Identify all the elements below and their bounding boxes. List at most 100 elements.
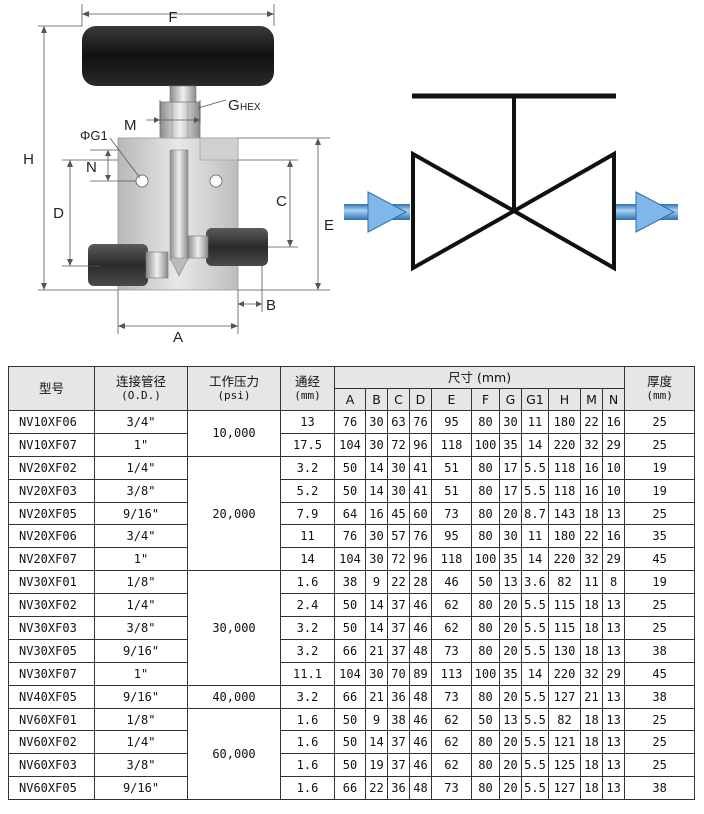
cell-dim-d: 28 [409, 570, 432, 595]
cell-dim-d: 46 [409, 616, 432, 640]
cell-bore: 11 [280, 524, 335, 549]
cell-dim-n: 13 [601, 501, 626, 526]
cell-dim-h: 127 [548, 684, 581, 709]
cell-pressure: 20,000 [187, 455, 281, 572]
cell-od: 1/4" [94, 593, 188, 618]
cell-dim-e: 73 [431, 501, 472, 526]
cell-dim-b: 19 [365, 753, 388, 778]
cell-dim-f: 100 [471, 661, 500, 686]
cell-dim-g1: 14 [521, 661, 549, 686]
dim-label-D: D [53, 205, 64, 222]
header-dim-a: A [334, 388, 366, 411]
cell-dim-h: 115 [548, 593, 581, 618]
cell-dim-d: 96 [409, 547, 432, 572]
header-thickness-unit: (mm) [646, 388, 673, 402]
cell-dim-f: 80 [471, 616, 500, 640]
cell-dim-b: 9 [365, 570, 388, 595]
cell-pressure: 10,000 [187, 410, 281, 457]
cell-dim-h: 180 [548, 524, 581, 549]
header-bore-unit: (mm) [294, 388, 321, 402]
cell-dim-h: 125 [548, 753, 581, 778]
cell-dim-c: 37 [387, 753, 410, 778]
cell-dim-g1: 5.5 [521, 730, 549, 755]
cell-dim-b: 16 [365, 501, 388, 526]
cell-model: NV60XF03 [8, 753, 95, 778]
cell-dim-f: 80 [471, 684, 500, 709]
cell-dim-e: 73 [431, 684, 472, 709]
inlet-arrow-icon [367, 191, 408, 233]
dim-label-A: A [173, 329, 183, 346]
cell-dim-f: 50 [471, 707, 500, 732]
cell-dim-g1: 3.6 [521, 570, 549, 595]
cell-dim-n: 13 [601, 638, 626, 663]
cell-dim-a: 76 [334, 524, 366, 549]
cell-bore: 1.6 [280, 707, 335, 732]
header-pressure-unit: (psi) [217, 388, 251, 402]
cell-dim-c: 70 [387, 661, 410, 686]
cell-dim-e: 62 [431, 707, 472, 732]
cell-dim-e: 51 [431, 478, 472, 503]
cell-dim-b: 22 [365, 776, 388, 801]
cell-od: 9/16" [94, 776, 188, 801]
cell-dim-b: 14 [365, 455, 388, 480]
cell-dim-n: 16 [601, 410, 626, 434]
cell-dim-f: 80 [471, 501, 500, 526]
header-connection-label: 连接管径 [115, 373, 166, 389]
cell-model: NV60XF02 [8, 730, 95, 755]
cell-od: 3/8" [94, 753, 188, 778]
cell-bore: 3.2 [280, 684, 335, 709]
cell-od: 9/16" [94, 684, 188, 709]
valve-figure: F G HEX M ΦG1 N H D C E B A [23, 4, 678, 346]
cell-dim-g1: 5.5 [521, 616, 549, 640]
cell-dim-d: 48 [409, 684, 432, 709]
cell-dim-h: 82 [548, 570, 581, 595]
header-dim-d: D [409, 388, 432, 411]
cell-dim-g: 20 [499, 593, 522, 618]
cell-od: 9/16" [94, 501, 188, 526]
cell-dim-g: 30 [499, 524, 522, 549]
cell-model: NV20XF07 [8, 547, 95, 572]
dim-label-F: F [168, 9, 177, 26]
cell-dim-f: 80 [471, 753, 500, 778]
cell-dim-h: 143 [548, 501, 581, 526]
cell-thickness: 25 [624, 593, 696, 618]
cell-thickness: 19 [624, 570, 696, 595]
cell-dim-a: 38 [334, 570, 366, 595]
cell-od: 1" [94, 661, 188, 686]
cell-model: NV20XF05 [8, 501, 95, 526]
cell-dim-n: 13 [601, 684, 626, 709]
cell-dim-n: 13 [601, 730, 626, 755]
cell-dim-a: 104 [334, 547, 366, 572]
cell-dim-g: 20 [499, 616, 522, 640]
cell-dim-c: 38 [387, 707, 410, 732]
cell-thickness: 25 [624, 707, 696, 732]
header-dim-h: H [548, 388, 581, 411]
dim-label-C: C [276, 193, 287, 210]
cell-pressure: 40,000 [187, 684, 281, 709]
cell-dim-g: 30 [499, 410, 522, 434]
cell-dim-a: 66 [334, 638, 366, 663]
header-dim-g: G [499, 388, 522, 411]
cell-thickness: 25 [624, 432, 696, 457]
cell-dim-g: 20 [499, 753, 522, 778]
cell-dim-m: 21 [580, 684, 603, 709]
cell-dim-g1: 5.5 [521, 684, 549, 709]
cell-bore: 5.2 [280, 478, 335, 503]
cell-dim-g: 35 [499, 547, 522, 572]
cell-dim-g1: 14 [521, 432, 549, 457]
cell-dim-h: 118 [548, 478, 581, 503]
cell-model: NV30XF07 [8, 661, 95, 686]
cell-od: 3/8" [94, 616, 188, 640]
cell-dim-b: 21 [365, 638, 388, 663]
header-connection-unit: (O.D.) [121, 388, 161, 402]
cell-thickness: 45 [624, 661, 696, 686]
